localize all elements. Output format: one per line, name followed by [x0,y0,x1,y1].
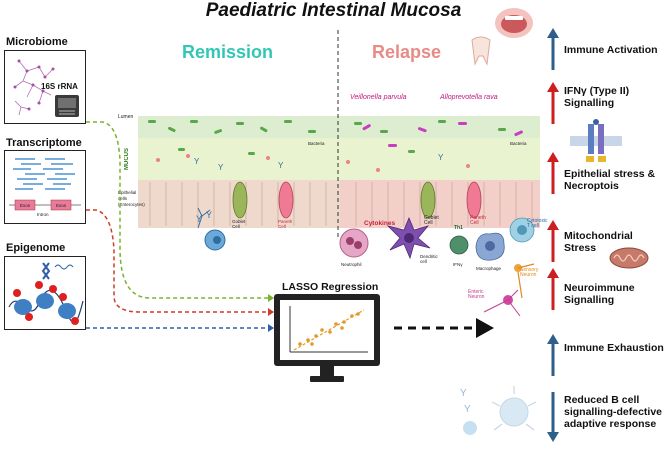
16s-rrna-label: 16S rRNA [41,82,78,91]
neutrophil-icon [339,228,369,258]
gut-illustration: YY YY [138,116,540,229]
tooth-icon [471,36,491,66]
microbiome-label: Microbiome [6,36,68,48]
paneth-cell-icon [278,181,294,219]
effect-ifng-signalling: IFNγ (Type II) Signalling [564,85,630,109]
figure-title: Paediatric Intestinal Mucosa [205,0,462,21]
mucus-label: MUCUS [124,148,130,170]
exon-block [50,199,72,211]
epigenome-label: Epigenome [6,242,66,254]
mouth-icon [495,8,533,38]
paneth-cell-relapse-label: Paneth Cell [470,215,486,226]
enteric-neuron-icon [483,289,521,317]
sensory-neuron-icon [514,263,535,299]
bacteria-label-relapse: Bacteria [510,141,527,146]
exon-label: Exon [20,203,31,208]
goblet-cell-icon [420,181,436,219]
effect-3-up-arrow-icon [547,220,559,262]
svg-text:Y: Y [196,214,202,224]
phase-divider [337,30,339,240]
th1-cell-icon [449,235,469,255]
transcriptome-label: Transcriptome [6,137,82,149]
svg-text:Y: Y [438,153,444,162]
goblet-cell-relapse-label: Goblet Cell [424,215,439,226]
effect-4-up-arrow-icon [547,268,559,310]
epithelial-label: Epithelial cells (Enterocytes) [118,190,145,207]
svg-text:Y: Y [206,210,212,220]
relapse-label: Relapse [372,42,442,62]
neutrophil-label: Neutrophil [341,262,362,267]
pathobiont-bacteria-icon [362,122,523,147]
intron-label: Intron [37,212,49,217]
svg-text:Y: Y [460,388,467,399]
effect-0-up-arrow-icon [547,28,559,70]
lasso-monitor-icon [274,294,380,382]
svg-text:Y: Y [278,161,284,170]
svg-text:Y: Y [194,157,200,166]
effect-reduced-b-cell: Reduced B cell signalling-defective adap… [564,394,663,430]
effect-immune-exhaustion: Immune Exhaustion [564,342,664,354]
paneth-cell-icon [466,181,482,219]
effect-immune-activation: Immune Activation [564,44,658,56]
rna-reads-icon [9,158,81,211]
faded-b-cell-icon: Y Y [460,386,536,435]
transcriptome-panel: Exon Exon Intron [4,150,86,224]
ifng-receptor-icon [570,119,622,162]
lumen-label: Lumen [118,114,134,120]
paneth-cell-label: Paneth Cell [278,219,293,229]
sequencer-icon [55,95,79,117]
th1-label: Th1 [454,225,463,231]
svg-text:Y: Y [218,163,224,172]
effect-mitochondrial-stress: Mitochondrial Stress [564,230,633,254]
effect-2-up-arrow-icon [547,152,559,194]
lasso-label: LASSO Regression [282,281,379,293]
nucleosome-icon [8,262,84,325]
enteric-neuron-label: Enteric Neuron [468,289,485,300]
remission-label: Remission [182,42,274,62]
effect-5-up-arrow-icon [547,334,559,376]
sensory-neuron-label: Sensory Neuron [520,267,539,278]
macrophage-label: Macrophage [476,266,502,271]
exon-block [14,199,36,211]
chromosome-icon [41,262,51,280]
ifn-label: IFNγ [453,262,463,267]
svg-text:Y: Y [464,404,471,415]
alloprevotella-label: Alloprevotella rava [440,94,498,101]
dendritic-cell-icon [386,216,431,260]
cytotoxic-t-cell-icon [509,217,535,243]
microbiome-panel: 16S rRNA [4,50,86,124]
cytotoxic-t-cell-label: Cytotoxic T cell [527,218,548,229]
effect-neuroimmune-signalling: Neuroimmune Signalling [564,282,635,306]
cytokines-label: Cytokines [364,220,396,227]
bacteria-label: Bacteria [308,141,325,146]
methylation-mark-icon [13,281,79,325]
dendritic-cell-label: Dendritic cell [420,254,438,264]
effect-epithelial-stress: Epithelial stress & Necroptois [564,168,656,192]
macrophage-icon [475,232,505,261]
effects-column: Immune Activation IFNγ (Type II) Signall… [546,28,667,472]
microbiome-network-icon [13,59,79,117]
veillonella-label: Veillonella parvula [350,94,407,101]
effect-6-down-arrow-icon [547,392,559,442]
exon-label: Exon [56,203,67,208]
epigenome-panel [4,256,86,330]
effect-1-up-arrow-icon [547,82,559,124]
mitochondrion-icon [609,247,649,269]
